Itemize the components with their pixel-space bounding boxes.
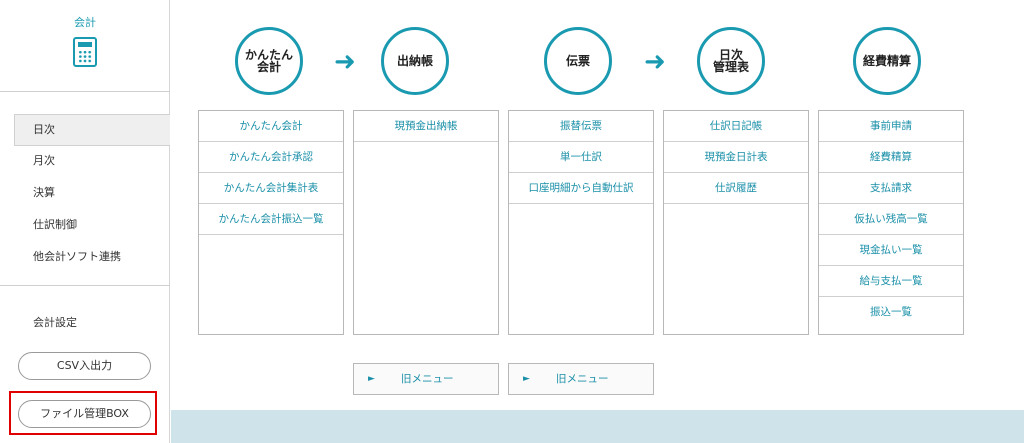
brand-label: 会計: [74, 16, 96, 29]
menu-column-expense: 事前申請 経費精算 支払請求 仮払い残高一覧 現金払い一覧 給与支払一覧 振込一…: [818, 110, 964, 335]
menu-item[interactable]: 仮払い残高一覧: [819, 204, 963, 235]
sidebar-divider: [0, 285, 170, 286]
circle-expense[interactable]: 経費精算: [853, 27, 921, 95]
menu-item[interactable]: 経費精算: [819, 142, 963, 173]
circle-cashbook[interactable]: 出納帳: [381, 27, 449, 95]
menu-column-daily-management: 仕訳日記帳 現預金日計表 仕訳履歴: [663, 110, 809, 335]
menu-item[interactable]: 仕訳日記帳: [664, 111, 808, 142]
accounting-settings-link[interactable]: 会計設定: [33, 316, 77, 329]
old-menu-label: 旧メニュー: [556, 373, 609, 385]
sidebar-item-closing[interactable]: 決算: [33, 186, 55, 199]
menu-item[interactable]: 単一仕訳: [509, 142, 653, 173]
menu-item[interactable]: 口座明細から自動仕訳: [509, 173, 653, 204]
old-menu-button[interactable]: ► 旧メニュー: [353, 363, 499, 395]
main-area: かんたん 会計 ➜ 出納帳 伝票 ➜ 日次 管理表 経費精算 かんたん会計 かん…: [171, 0, 1024, 443]
menu-item[interactable]: 現金払い一覧: [819, 235, 963, 266]
menu-item[interactable]: 振替伝票: [509, 111, 653, 142]
menu-item[interactable]: 支払請求: [819, 173, 963, 204]
menu-item[interactable]: かんたん会計振込一覧: [199, 204, 343, 235]
sidebar-item-other-software[interactable]: 他会計ソフト連携: [33, 250, 121, 263]
file-management-box-button[interactable]: ファイル管理BOX: [18, 400, 151, 428]
play-arrow-icon: ►: [523, 374, 530, 384]
csv-io-button[interactable]: CSV入出力: [18, 352, 151, 380]
menu-item[interactable]: 仕訳履歴: [664, 173, 808, 204]
sidebar-item-journal-control[interactable]: 仕訳制御: [33, 218, 77, 231]
menu-item[interactable]: 現預金日計表: [664, 142, 808, 173]
sidebar-item-daily[interactable]: 日次: [14, 114, 170, 146]
sidebar-nav: 日次 月次 決算 仕訳制御 他会計ソフト連携: [0, 114, 170, 274]
circle-daily-management[interactable]: 日次 管理表: [697, 27, 765, 95]
sidebar-item-monthly[interactable]: 月次: [33, 154, 55, 167]
circle-easy-accounting[interactable]: かんたん 会計: [235, 27, 303, 95]
menu-column-voucher: 振替伝票 単一仕訳 口座明細から自動仕訳: [508, 110, 654, 335]
menu-column-cashbook: 現預金出納帳: [353, 110, 499, 335]
menu-item[interactable]: 給与支払一覧: [819, 266, 963, 297]
menu-item[interactable]: 事前申請: [819, 111, 963, 142]
menu-column-easy-accounting: かんたん会計 かんたん会計承認 かんたん会計集計表 かんたん会計振込一覧: [198, 110, 344, 335]
sidebar: 会計 日次 月次 決算 仕訳制御 他会計ソフト連携 会計設定 CSV入出力 ファ…: [0, 0, 170, 443]
bottom-band: [171, 410, 1024, 443]
calculator-icon: [73, 37, 97, 67]
menu-item[interactable]: かんたん会計集計表: [199, 173, 343, 204]
highlight-box: [9, 391, 157, 435]
circle-voucher[interactable]: 伝票: [544, 27, 612, 95]
arrow-right-icon: ➜: [644, 47, 666, 77]
old-menu-button[interactable]: ► 旧メニュー: [508, 363, 654, 395]
menu-item[interactable]: かんたん会計: [199, 111, 343, 142]
brand-area: 会計: [0, 0, 170, 92]
menu-item[interactable]: 振込一覧: [870, 306, 912, 318]
old-menu-label: 旧メニュー: [401, 373, 454, 385]
menu-item[interactable]: かんたん会計承認: [199, 142, 343, 173]
menu-item[interactable]: 現預金出納帳: [354, 111, 498, 142]
play-arrow-icon: ►: [368, 374, 375, 384]
arrow-right-icon: ➜: [334, 47, 356, 77]
